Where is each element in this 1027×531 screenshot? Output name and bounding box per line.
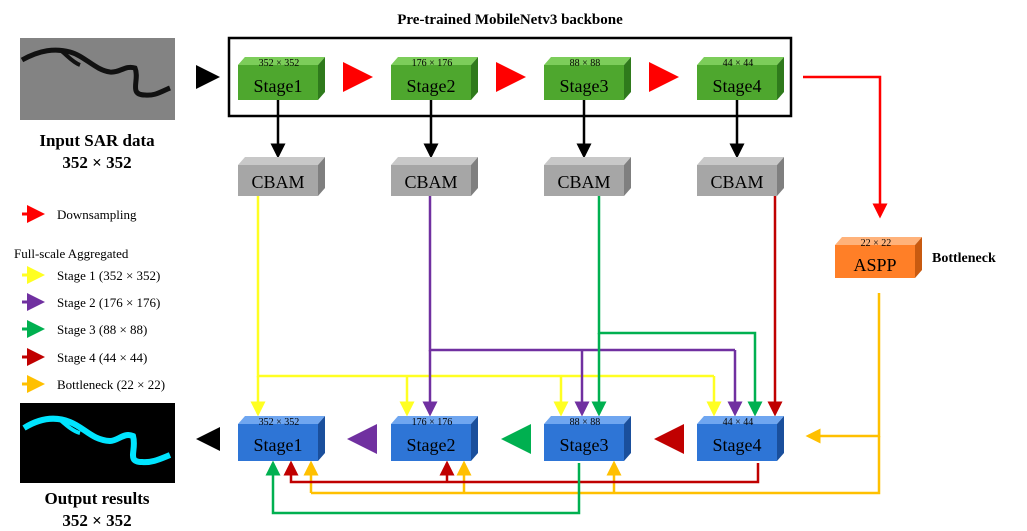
dec4-to-lower-darkred bbox=[283, 460, 760, 484]
legend-label-stage4: Stage 4 (44 × 44) bbox=[57, 350, 147, 365]
encoder-stage3-dim: 88 × 88 bbox=[570, 58, 601, 69]
decoder-stage2 bbox=[391, 416, 478, 461]
cbam-box-4 bbox=[697, 157, 784, 196]
cbam-box-2 bbox=[391, 157, 478, 196]
decoder-stage3 bbox=[544, 416, 631, 461]
legend-label-stage1: Stage 1 (352 × 352) bbox=[57, 268, 160, 283]
output-result-image bbox=[20, 403, 175, 483]
output-label: Output results bbox=[44, 489, 149, 508]
cbam-label-4: CBAM bbox=[710, 172, 763, 192]
encoder-stage2-label: Stage2 bbox=[407, 76, 456, 96]
decoder-stage1 bbox=[238, 416, 325, 461]
legend-label-stage3: Stage 3 (88 × 88) bbox=[57, 322, 147, 337]
aspp-box bbox=[835, 237, 922, 278]
encoder-stage4-label: Stage4 bbox=[713, 76, 762, 96]
decoder-stage2-label: Stage2 bbox=[407, 435, 456, 455]
decoder-stage3-dim: 88 × 88 bbox=[570, 417, 601, 428]
cbam-box-1 bbox=[238, 157, 325, 196]
dec3-to-dec1-green bbox=[265, 460, 581, 515]
decoder-stage3-label: Stage3 bbox=[560, 435, 609, 455]
legend-downsampling-label: Downsampling bbox=[57, 207, 137, 222]
decoder-stage1-label: Stage1 bbox=[254, 435, 303, 455]
input-sar-image bbox=[20, 38, 175, 120]
output-size: 352 × 352 bbox=[62, 511, 131, 530]
input-label: Input SAR data bbox=[39, 131, 155, 150]
legend-title: Full-scale Aggregated bbox=[14, 246, 129, 261]
encoder-stage1-label: Stage1 bbox=[254, 76, 303, 96]
cbam-label-2: CBAM bbox=[404, 172, 457, 192]
decoder-stage2-dim: 176 × 176 bbox=[412, 417, 453, 428]
backbone-title: Pre-trained MobileNetv3 backbone bbox=[397, 12, 623, 28]
input-size: 352 × 352 bbox=[62, 153, 131, 172]
downsample-arrow-aspp bbox=[803, 75, 888, 219]
decoder-stage4-label: Stage4 bbox=[713, 435, 762, 455]
skip-green-main bbox=[597, 196, 763, 417]
backbone-frame bbox=[227, 36, 793, 118]
encoder-stage3 bbox=[544, 57, 631, 100]
cbam-label-3: CBAM bbox=[557, 172, 610, 192]
encoder-stage1-dim: 352 × 352 bbox=[259, 58, 300, 69]
encoder-stage3-label: Stage3 bbox=[560, 76, 609, 96]
decoder-stage1-dim: 352 × 352 bbox=[259, 417, 300, 428]
decoder-stage4-dim: 44 × 44 bbox=[723, 417, 754, 428]
aspp-label: ASPP bbox=[853, 255, 896, 275]
encoder-stage4-dim: 44 × 44 bbox=[723, 58, 754, 69]
bottleneck-caption: Bottleneck bbox=[932, 251, 996, 266]
encoder-stage1-body bbox=[238, 57, 325, 100]
skip-orange-main bbox=[805, 293, 881, 444]
aspp-dim: 22 × 22 bbox=[861, 238, 892, 249]
decoder-stage4 bbox=[697, 416, 784, 461]
legend-label-bottleneck: Bottleneck (22 × 22) bbox=[57, 377, 165, 392]
cbam-label-1: CBAM bbox=[251, 172, 304, 192]
skip-orange-bottom bbox=[311, 436, 881, 495]
legend-label-stage2: Stage 2 (176 × 176) bbox=[57, 295, 160, 310]
cbam-box-3 bbox=[544, 157, 631, 196]
encoder-stage4 bbox=[697, 57, 784, 100]
encoder-stage2-dim: 176 × 176 bbox=[412, 58, 453, 69]
encoder-stage2 bbox=[391, 57, 478, 100]
skip-purple-main bbox=[428, 196, 735, 352]
